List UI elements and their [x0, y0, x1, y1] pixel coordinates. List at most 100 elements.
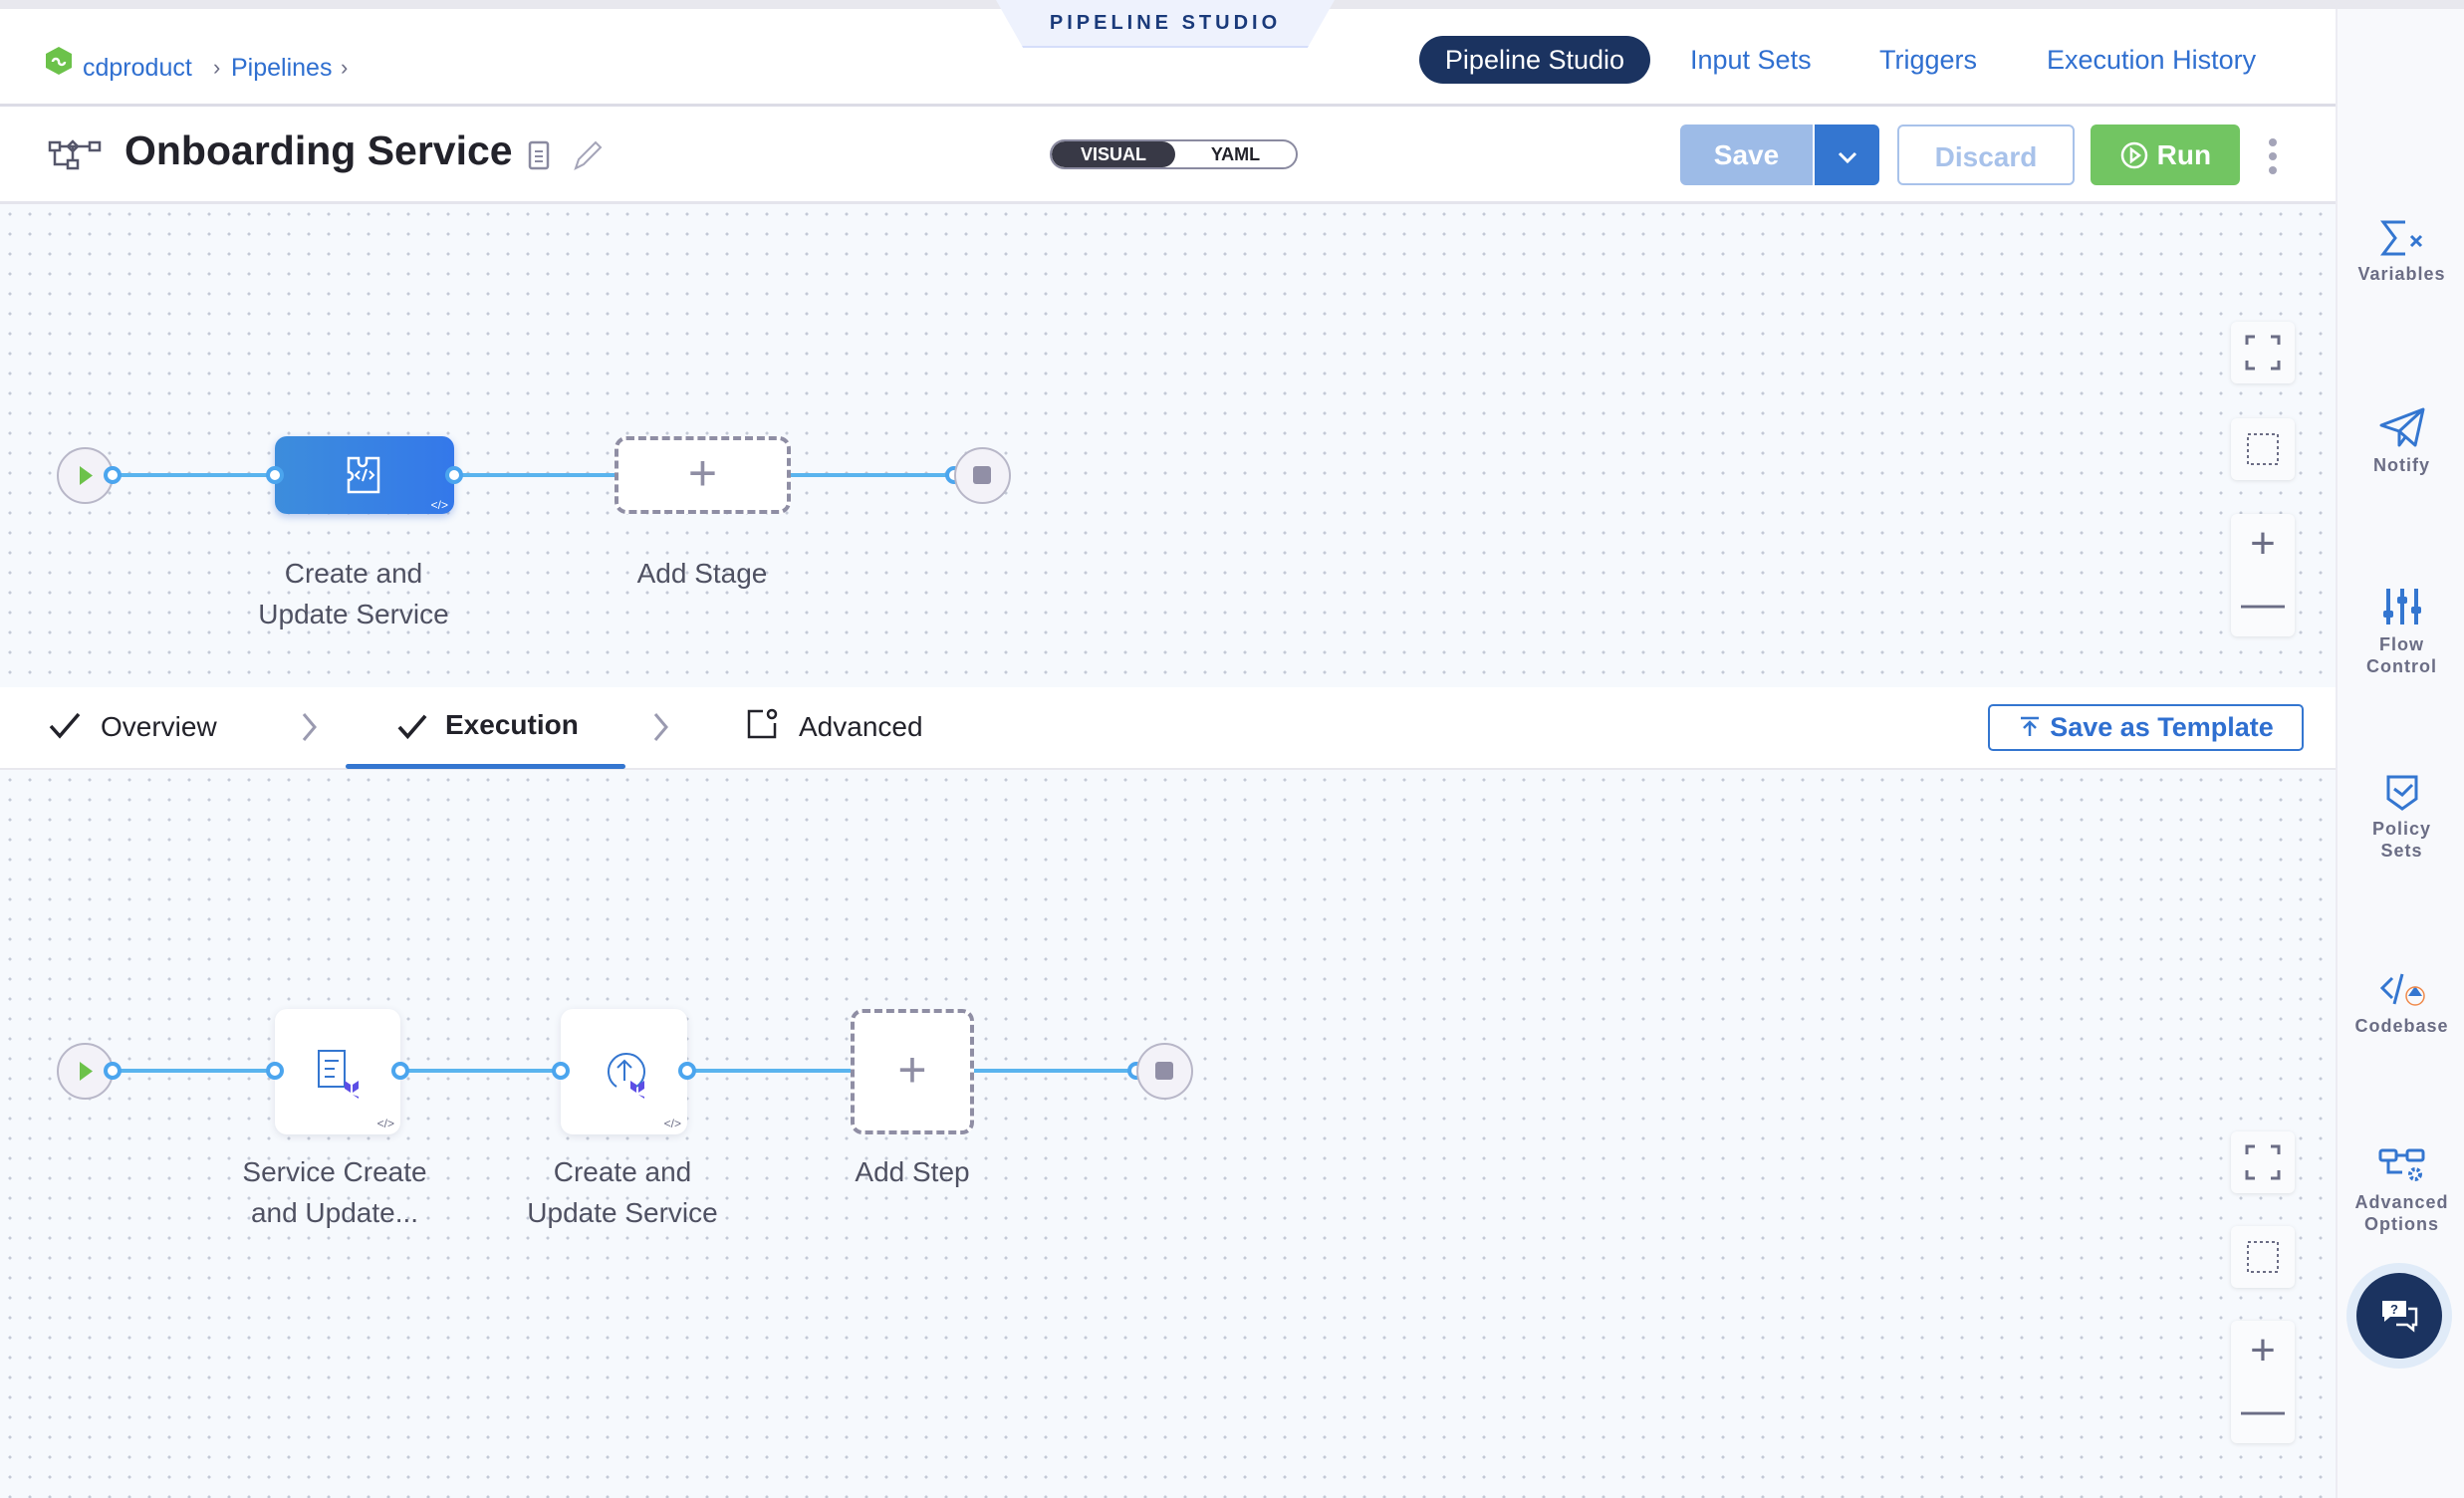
- port: [104, 1062, 122, 1080]
- chevron-right-icon: [653, 713, 668, 741]
- step-label-line: Service Create: [242, 1156, 427, 1187]
- code-icon: </>: [663, 1117, 681, 1130]
- terraform-apply-icon: [608, 1053, 645, 1099]
- breadcrumb-separator: ›: [213, 55, 221, 80]
- port: [552, 1062, 570, 1080]
- sidebar-label: Flow: [2379, 634, 2424, 654]
- fullscreen-button[interactable]: [2231, 322, 2295, 383]
- tab-overview[interactable]: Overview: [101, 711, 217, 742]
- edit-pencil-icon[interactable]: [572, 138, 604, 172]
- add-step-button[interactable]: +: [851, 1009, 974, 1134]
- svg-text:?: ?: [2390, 1302, 2398, 1317]
- pipeline-icon: [48, 139, 102, 170]
- port: [391, 1062, 409, 1080]
- zoom-in-button[interactable]: +: [2250, 519, 2276, 568]
- stage-label-line: Create and: [284, 558, 423, 589]
- zoom-in-button[interactable]: +: [2250, 1326, 2276, 1374]
- custom-stage-icon: [347, 456, 380, 494]
- select-area-button[interactable]: [2231, 418, 2295, 480]
- zoom-controls: +—: [2231, 1321, 2295, 1443]
- port: [445, 466, 463, 484]
- sidebar-item-codebase[interactable]: Codebase: [2338, 970, 2464, 1037]
- step-node-service-create-update[interactable]: </>: [275, 1009, 400, 1134]
- zoom-out-button[interactable]: —: [2241, 579, 2285, 627]
- nav-triggers[interactable]: Triggers: [1879, 45, 1978, 75]
- sidebar-label: Notify: [2373, 455, 2430, 475]
- codebase-icon: [2379, 973, 2425, 1006]
- tab-advanced[interactable]: Advanced: [799, 711, 923, 742]
- stage-tabs: Overview Execution Advanced Save as Temp…: [0, 687, 2336, 770]
- save-dropdown-button[interactable]: [1813, 125, 1879, 185]
- right-sidebar: Variables Notify Flow Control Policy Set…: [2336, 9, 2464, 1498]
- add-stage-button[interactable]: +: [615, 436, 791, 514]
- sidebar-item-flow-control[interactable]: Flow Control: [2338, 585, 2464, 677]
- policy-shield-icon: [2386, 775, 2417, 811]
- fullscreen-icon: [2245, 335, 2281, 371]
- discard-button[interactable]: Discard: [1897, 125, 2075, 185]
- tab-execution[interactable]: Execution: [445, 709, 579, 740]
- select-area-button[interactable]: [2231, 1226, 2295, 1288]
- nav-pipeline-studio[interactable]: Pipeline Studio: [1419, 36, 1650, 84]
- paper-plane-icon: [2379, 407, 2424, 447]
- sidebar-label: Control: [2366, 656, 2437, 676]
- zoom-out-button[interactable]: —: [2241, 1385, 2285, 1434]
- pipeline-end-node: [954, 447, 1011, 504]
- stage-node-create-update-service[interactable]: </>: [275, 436, 454, 514]
- terraform-plan-icon: [318, 1050, 359, 1099]
- view-toggle[interactable]: VISUAL YAML: [1050, 139, 1298, 169]
- save-as-template-label: Save as Template: [2050, 712, 2274, 742]
- active-tab-indicator: [346, 764, 625, 769]
- sidebar-item-variables[interactable]: Variables: [2338, 218, 2464, 285]
- run-label: Run: [2156, 139, 2212, 170]
- header: cdproduct › Pipelines › PIPELINE STUDIO …: [0, 0, 2336, 107]
- chevron-right-icon: [302, 713, 317, 741]
- plus-icon: +: [897, 1042, 927, 1098]
- stop-icon: [1155, 1062, 1173, 1080]
- more-options-icon[interactable]: [2266, 136, 2280, 176]
- code-icon: </>: [430, 498, 448, 512]
- breadcrumb-project[interactable]: cdproduct: [83, 54, 192, 82]
- port: [266, 1062, 284, 1080]
- sliders-icon: [2382, 589, 2421, 624]
- pipeline-title: Onboarding Service: [124, 127, 513, 173]
- sidebar-item-policy-sets[interactable]: Policy Sets: [2338, 771, 2464, 862]
- yaml-toggle[interactable]: YAML: [1210, 144, 1261, 164]
- sidebar-item-advanced-options[interactable]: Advanced Options: [2338, 1146, 2464, 1235]
- sidebar-item-notify[interactable]: Notify: [2338, 405, 2464, 476]
- execution-end-node: [1136, 1043, 1193, 1100]
- step-connectors: [113, 1069, 1136, 1073]
- variables-icon: [2379, 220, 2422, 256]
- nav-execution-history[interactable]: Execution History: [2047, 45, 2257, 75]
- help-chat-button[interactable]: ?: [2356, 1273, 2442, 1359]
- sidebar-label: Policy: [2371, 819, 2432, 839]
- stage-connectors: [113, 473, 954, 477]
- advanced-options-icon: [2378, 1148, 2424, 1181]
- step-label-line: Update Service: [527, 1197, 718, 1228]
- play-icon: [80, 1062, 93, 1081]
- sidebar-label: Advanced: [2354, 1192, 2449, 1212]
- fullscreen-button[interactable]: [2231, 1131, 2295, 1193]
- stop-icon: [973, 466, 991, 484]
- save-button[interactable]: Save: [1680, 125, 1813, 185]
- sidebar-label: Options: [2364, 1214, 2439, 1234]
- nav-input-sets[interactable]: Input Sets: [1690, 45, 1812, 75]
- code-icon: </>: [376, 1117, 394, 1130]
- description-icon[interactable]: [528, 140, 550, 170]
- run-button[interactable]: Run: [2091, 125, 2240, 185]
- project-logo-icon: [46, 47, 72, 75]
- play-circle-icon: [2120, 141, 2148, 169]
- breadcrumb-pipelines[interactable]: Pipelines: [231, 54, 333, 82]
- selection-icon: [2247, 433, 2279, 465]
- step-node-create-update-service[interactable]: </>: [561, 1009, 687, 1134]
- check-icon: [49, 712, 81, 739]
- port: [266, 466, 284, 484]
- visual-toggle[interactable]: VISUAL: [1052, 141, 1175, 167]
- save-as-template-button[interactable]: Save as Template: [1988, 704, 2304, 751]
- upload-template-icon: [2021, 716, 2040, 736]
- sidebar-label: Sets: [2380, 841, 2423, 861]
